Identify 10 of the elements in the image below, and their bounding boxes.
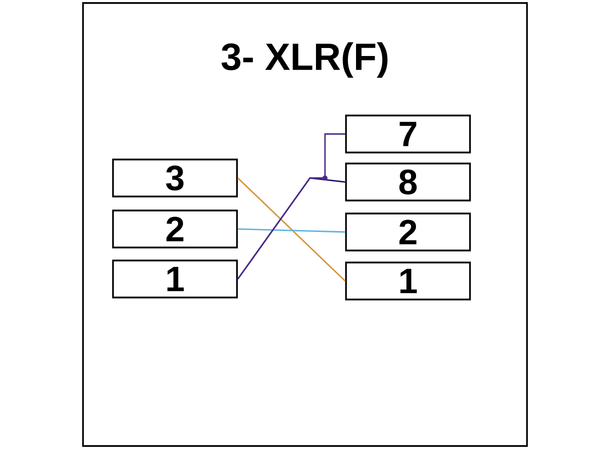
pin-box: 8 — [345, 162, 471, 202]
pin-box: 2 — [345, 212, 471, 252]
pin-box: 3 — [112, 158, 238, 198]
title: 3- XLR(F) — [222, 42, 388, 78]
pin-box: 2 — [112, 210, 238, 248]
pin-box: 7 — [345, 114, 471, 154]
wire — [238, 228, 346, 233]
wire — [237, 133, 346, 280]
pin-box: 1 — [345, 262, 471, 300]
pin-box: 1 — [112, 260, 238, 298]
